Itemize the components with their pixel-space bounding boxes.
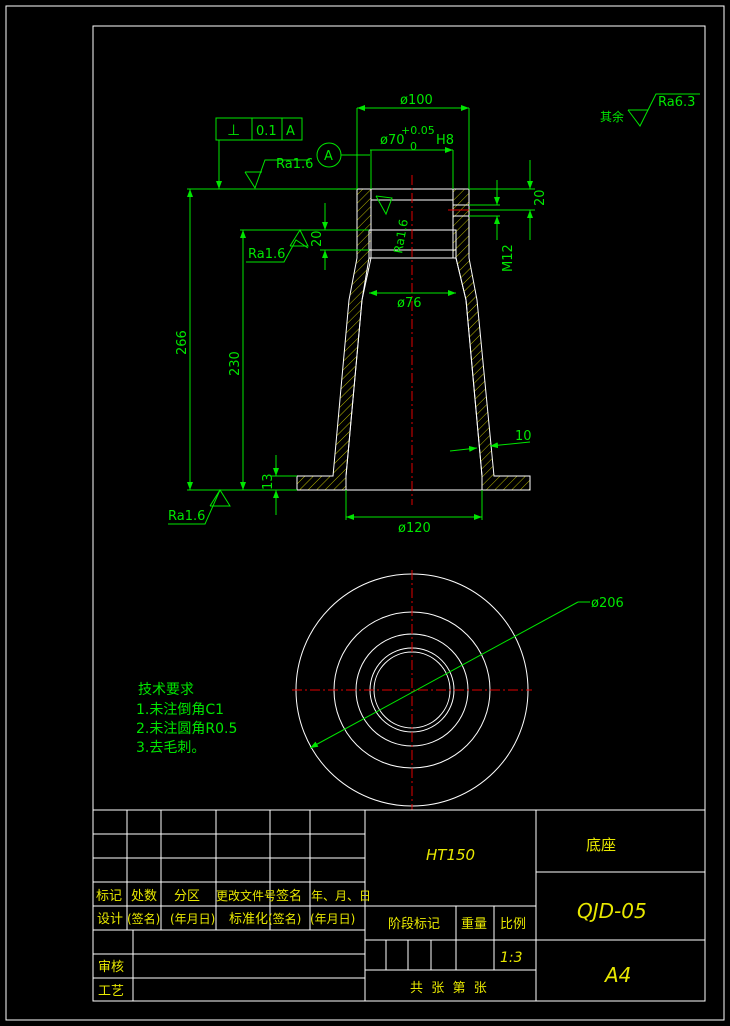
tb-sheets: 共 张 第 张	[410, 981, 487, 996]
ra-left-symbol	[289, 228, 309, 247]
top-view: ø206	[292, 570, 624, 810]
note-item-1: 1.未注倒角C1	[136, 702, 224, 718]
tolerance-value: 0.1	[256, 124, 277, 139]
h20-right-label: 20	[533, 189, 548, 206]
tb-date: 年、月、日	[311, 889, 371, 903]
tb-stage: 阶段标记	[388, 917, 440, 932]
tb-count: 处数	[131, 889, 157, 904]
tb-change-doc: 更改文件号	[216, 888, 276, 903]
ra-bottom-label: Ra1.6	[168, 509, 205, 524]
d70-tol-lower: 0	[410, 140, 417, 153]
notes-title: 技术要求	[138, 682, 194, 698]
note-item-3: 3.去毛刺。	[136, 740, 205, 756]
tb-sign2: (签名)	[268, 911, 301, 926]
left-wall-hatch	[296, 188, 372, 491]
t10-label: 10	[515, 429, 532, 444]
ra-rest-caption: 其余	[600, 109, 624, 124]
tb-part-number: QJD-05	[577, 899, 647, 923]
d206-leader	[309, 601, 579, 749]
d76-label: ø76	[397, 296, 422, 311]
tb-sign1: (签名)	[127, 911, 160, 926]
tb-mark: 标记	[96, 889, 122, 904]
tolerance-frame-box	[215, 117, 303, 141]
ra-bore-symbol	[375, 195, 393, 216]
tb-review: 审核	[98, 960, 124, 975]
d100-label: ø100	[400, 93, 433, 108]
tb-design: 设计	[97, 912, 123, 927]
gd-t-frame: ⊥ 0.1 A A	[215, 117, 370, 189]
tb-date1: (年月日)	[170, 912, 215, 926]
ra-rest-label: Ra6.3	[658, 95, 695, 110]
h230-label: 230	[228, 351, 243, 376]
cone-base-circle	[333, 611, 491, 769]
d70-tol-upper: +0.05	[401, 124, 435, 137]
h20-left-label: 20	[310, 230, 325, 247]
m12-label: M12	[501, 244, 516, 272]
dimensions: ø100 ø70 +0.05 0 H8 ø76 ø120 266 230 20	[175, 93, 548, 536]
t10-arrow-left	[449, 445, 478, 452]
surface-roughness: Ra1.6 Ra1.6 Ra1.6 Ra1.6 其余 Ra6.3	[168, 93, 700, 525]
d120-label: ø120	[398, 521, 431, 536]
d70-fit: H8	[436, 133, 454, 148]
ra-bore-label: Ra1.6	[391, 218, 411, 254]
tb-standard: 标准化	[229, 912, 268, 927]
d70-label: ø70	[380, 133, 405, 148]
h266-label: 266	[175, 330, 190, 355]
d206-label: ø206	[591, 596, 624, 611]
tb-signature: 签名	[276, 888, 302, 904]
note-item-2: 2.未注圆角R0.5	[136, 721, 237, 737]
tolerance-datum: A	[286, 124, 295, 139]
ra-top-label: Ra1.6	[276, 157, 313, 172]
right-wall-hatch	[452, 188, 531, 491]
outer-border	[5, 5, 725, 1021]
tb-material: HT150	[426, 846, 475, 864]
ra-left-leader	[246, 239, 309, 263]
ra-bottom-symbol	[209, 489, 231, 507]
ra-bottom-leader	[168, 489, 221, 525]
h13-label: 13	[261, 473, 276, 490]
title-block: 标记 处数 分区 更改文件号 签名 年、月、日 设计 (签名) (年月日) 标准…	[92, 809, 706, 1002]
tb-weight: 重量	[461, 916, 487, 932]
ra-left-label: Ra1.6	[248, 247, 285, 262]
t10-arrow-right	[489, 441, 531, 449]
ra-top-symbol	[244, 159, 310, 190]
tb-ratio: 比例	[500, 917, 526, 932]
technical-notes: 技术要求 1.未注倒角C1 2.未注圆角R0.5 3.去毛刺。	[136, 682, 237, 756]
tb-scale: 1:3	[500, 950, 523, 966]
tb-paper-size: A4	[603, 963, 631, 987]
tb-part-name: 底座	[586, 836, 616, 854]
tb-zone: 分区	[174, 889, 200, 904]
tb-process: 工艺	[98, 984, 124, 999]
datum-marker-label: A	[324, 149, 333, 164]
perpendicularity-icon: ⊥	[227, 121, 240, 139]
section-view	[296, 175, 531, 505]
tb-date2: (年月日)	[310, 912, 355, 926]
